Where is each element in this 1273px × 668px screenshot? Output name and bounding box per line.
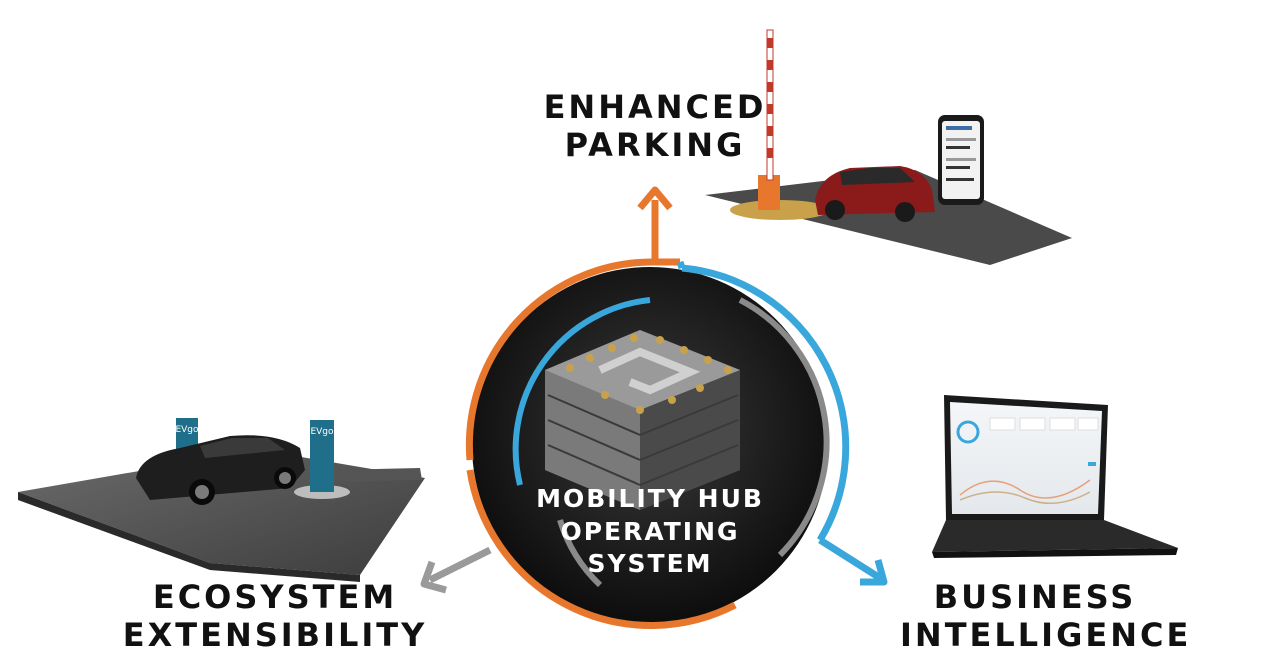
ev-charger-right: EVgo	[294, 420, 350, 499]
label-line: ECOSYSTEM	[152, 578, 398, 616]
dashboard-gauge	[956, 420, 980, 444]
orange-arc	[465, 258, 656, 461]
label-line: BUSINESS	[933, 578, 1137, 616]
gray-arc-lower	[557, 519, 603, 588]
red-car-icon	[815, 166, 935, 222]
hub-label-line: MOBILITY HUB	[536, 484, 764, 513]
label-line: EXTENSIBILITY	[122, 616, 428, 655]
hub-label-line: OPERATING	[560, 516, 740, 546]
parking-ground	[705, 170, 1072, 265]
charger-brand-left: EVgo	[175, 425, 199, 435]
blue-arc	[681, 264, 850, 542]
orange-arc-lower	[466, 469, 737, 629]
dark-sedan-icon	[136, 435, 305, 505]
laptop-base	[932, 520, 1178, 552]
parking-scene	[705, 29, 1072, 265]
barrier-gate-icon	[758, 175, 780, 210]
label-ecosystem-extensibility: ECOSYSTEM EXTENSIBILITY	[110, 578, 440, 655]
barrier-pole	[766, 29, 774, 181]
charger-brand-right: EVgo	[310, 427, 334, 437]
dashboard-line-1	[959, 479, 1091, 499]
parking-building-icon	[545, 330, 740, 510]
arrow-to-ecosystem	[420, 546, 492, 594]
label-line: INTELLIGENCE	[900, 616, 1192, 655]
smartphone-icon	[938, 115, 984, 205]
label-enhanced-parking: ENHANCED PARKING	[520, 88, 790, 165]
label-business-intelligence: BUSINESS INTELLIGENCE	[900, 578, 1192, 655]
laptop-scene	[932, 395, 1178, 558]
arrow-to-business-intelligence	[818, 537, 888, 586]
dashboard-line-2	[959, 491, 1091, 504]
hub-label-line: SYSTEM	[587, 549, 713, 578]
arrow-to-parking	[637, 186, 673, 262]
label-line: PARKING	[564, 126, 746, 165]
ev-charging-scene: EVgo EVgo	[18, 418, 425, 582]
hub-label: MOBILITY HUB OPERATING SYSTEM	[500, 483, 800, 581]
label-line: ENHANCED	[543, 88, 767, 126]
gray-arc	[738, 297, 830, 558]
blue-arc-inner	[512, 297, 651, 486]
